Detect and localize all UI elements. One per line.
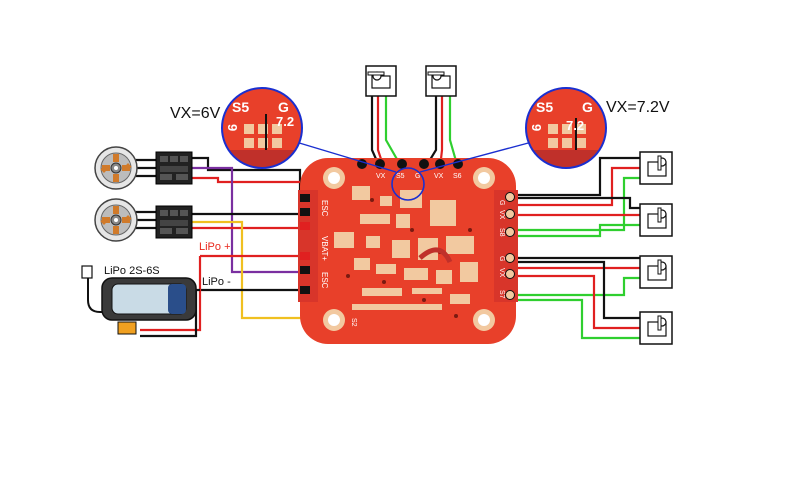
zoom-circle-left: S5 G 9 7.2 — [221, 87, 303, 169]
top-pad-label: G — [415, 173, 420, 180]
bottom-pad-label: S2 — [350, 318, 357, 327]
servo-icon — [639, 255, 673, 289]
right-pad — [505, 227, 515, 237]
top-servo2-wire-red — [438, 92, 444, 169]
top-pads — [357, 159, 463, 169]
right-pad — [505, 192, 515, 202]
zoom-connectors — [295, 141, 533, 173]
right-servo3-wire-green — [516, 276, 640, 297]
top-servo2-wire-black — [424, 92, 438, 169]
right-servo1-wire-green — [516, 176, 640, 232]
zoom-right-volt: 7.2 — [566, 118, 584, 133]
right-servo4-wire-green — [516, 298, 640, 340]
zoom-left-s5: S5 — [232, 99, 249, 115]
top-pad — [397, 159, 407, 169]
motor1-leads — [136, 158, 158, 178]
battery-label: LiPo 2S-6S — [104, 265, 160, 277]
motor-icon — [94, 198, 138, 242]
right-servo2-wire-black — [516, 196, 640, 210]
right-pad-label: VX — [498, 210, 505, 220]
right-pad-label: G — [498, 200, 505, 205]
right-servo4-wire-black — [516, 260, 640, 320]
right-pad-label: S7 — [498, 290, 505, 299]
left-pad — [300, 252, 310, 260]
left-pad — [300, 286, 310, 294]
left-pad — [300, 222, 310, 230]
right-pad — [505, 269, 515, 279]
esc-icon — [155, 151, 193, 185]
right-servo4-wire-red — [516, 274, 640, 330]
vx-right-label: VX=7.2V — [606, 99, 670, 116]
right-pad-label: S8 — [498, 228, 505, 237]
esc1-wire-purple — [192, 166, 300, 274]
motor2-leads — [136, 210, 158, 230]
battery-icon — [81, 265, 197, 335]
top-pad-label: VX — [376, 173, 386, 180]
right-pad-label: VX — [498, 268, 505, 278]
right-pad-block — [494, 190, 518, 302]
motor-icon — [94, 146, 138, 190]
top-servo2-wire-green — [448, 92, 460, 169]
esc1-wire-red — [192, 176, 300, 184]
lipo-plus-label: LiPo + — [199, 241, 231, 253]
zoom-left-g: G — [278, 99, 289, 115]
top-servo1-wire-green — [384, 92, 403, 169]
servo-icon — [639, 311, 673, 345]
zoom-right-g: G — [582, 99, 593, 115]
left-pad — [300, 194, 310, 202]
left-pad-label: ESC — [320, 272, 329, 289]
left-pad-label: VBAT+ — [320, 236, 329, 261]
zoom-highlight-ring — [391, 167, 425, 201]
right-pad — [505, 290, 515, 300]
top-pad — [419, 159, 429, 169]
board-components — [334, 186, 478, 310]
top-pad-label: VX — [434, 173, 444, 180]
wires — [136, 92, 640, 340]
servo-icon — [639, 203, 673, 237]
flight-controller-board: VX S5 G VX S6 G VX S8 G VX S7 — [298, 158, 518, 344]
battery-wire-red — [140, 256, 202, 332]
left-pad-label: ESC — [320, 200, 329, 217]
right-servo2-wire-green — [516, 223, 640, 238]
top-servo1-wire-red — [376, 92, 386, 169]
lipo-minus-label: LiPo - — [202, 276, 231, 288]
vx-left-label: VX=6V — [170, 105, 221, 122]
servo-icon — [639, 151, 673, 185]
right-pad — [505, 209, 515, 219]
servo-icon — [425, 65, 457, 97]
left-pad — [300, 208, 310, 216]
right-servo1-wire-red — [516, 166, 640, 207]
right-servo1-wire-black — [516, 156, 640, 197]
left-pad-block — [298, 190, 318, 302]
right-pad — [505, 253, 515, 263]
zoom-right-s5: S5 — [536, 99, 553, 115]
right-pad-label: G — [498, 256, 505, 261]
servo-icon — [365, 65, 397, 97]
zoom-left-9: 9 — [225, 124, 240, 131]
esc1-wire-black — [192, 156, 302, 196]
left-pad — [300, 266, 310, 274]
board-trace — [418, 247, 453, 264]
top-pad-label: S5 — [396, 173, 405, 180]
zoom-right-9: 9 — [529, 124, 544, 131]
zoom-circle-right: S5 G 9 7.2 — [525, 87, 607, 169]
top-pad-label: S6 — [453, 173, 462, 180]
esc-icon — [155, 205, 193, 239]
zoom-left-volt: 7.2 — [276, 114, 294, 129]
